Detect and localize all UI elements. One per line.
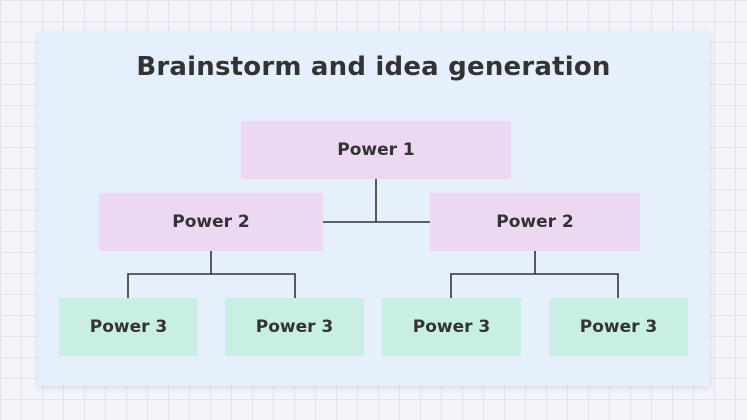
node-power-2-left: Power 2	[99, 193, 323, 251]
node-power-3-4: Power 3	[549, 298, 688, 356]
node-label: Power 1	[337, 140, 415, 160]
node-label: Power 2	[172, 212, 250, 232]
node-label: Power 3	[255, 317, 334, 337]
node-label: Power 3	[579, 317, 658, 337]
diagram-title: Brainstorm and idea generation	[136, 52, 611, 82]
node-label: Power 2	[496, 212, 574, 232]
connector-root-to-level2	[323, 179, 430, 223]
connector-right-level2-to-level3	[450, 251, 619, 298]
node-power-1: Power 1	[241, 121, 511, 179]
node-power-2-right: Power 2	[430, 193, 640, 251]
node-label: Power 3	[89, 317, 168, 337]
node-power-3-2: Power 3	[225, 298, 364, 356]
node-power-3-3: Power 3	[382, 298, 521, 356]
node-label: Power 3	[412, 317, 491, 337]
connector-left-level2-to-level3	[127, 251, 296, 298]
node-power-3-1: Power 3	[59, 298, 198, 356]
